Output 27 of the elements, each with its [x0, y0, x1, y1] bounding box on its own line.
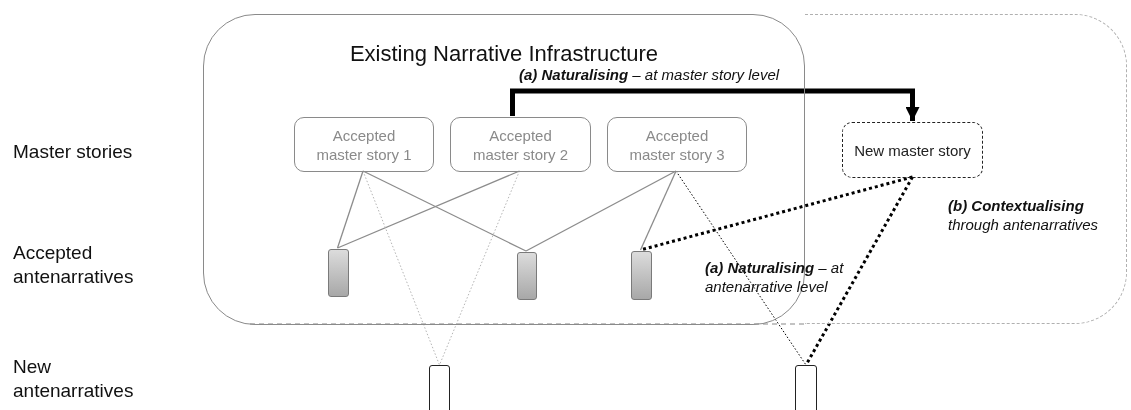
- story-text: Accepted master story 3: [628, 125, 726, 164]
- antenarrative-bar: [429, 365, 450, 410]
- antenarrative-bar: [631, 251, 652, 300]
- story-text: Accepted master story 2: [472, 125, 569, 164]
- connector-line: [362, 170, 527, 252]
- antenarrative-bar: [328, 249, 349, 297]
- connector-line: [336, 170, 364, 249]
- row-label: Master stories: [13, 140, 134, 164]
- story-box: [607, 117, 747, 172]
- connector-line: [525, 170, 677, 252]
- antenarrative-bar: [795, 365, 817, 410]
- row-label: New antenarratives: [13, 355, 135, 403]
- story-box: [842, 122, 983, 178]
- dotted-connector: [439, 170, 520, 366]
- story-box: [450, 117, 591, 172]
- annotation-text: (b) Contextualising through antenarratives: [948, 196, 1100, 234]
- dotted-connector: [640, 175, 913, 252]
- story-box: [294, 117, 434, 172]
- arrow: [510, 88, 920, 121]
- antenarrative-bar: [517, 252, 537, 300]
- row-label: Accepted antenarratives: [13, 241, 135, 289]
- story-text: New master story: [854, 140, 971, 160]
- story-text: Accepted master story 1: [315, 125, 413, 164]
- connector-line: [336, 170, 521, 249]
- dotted-connector: [804, 176, 914, 366]
- annotation-text: (a) Naturalising – at antenarrative level: [705, 258, 845, 296]
- connector-line: [639, 170, 677, 251]
